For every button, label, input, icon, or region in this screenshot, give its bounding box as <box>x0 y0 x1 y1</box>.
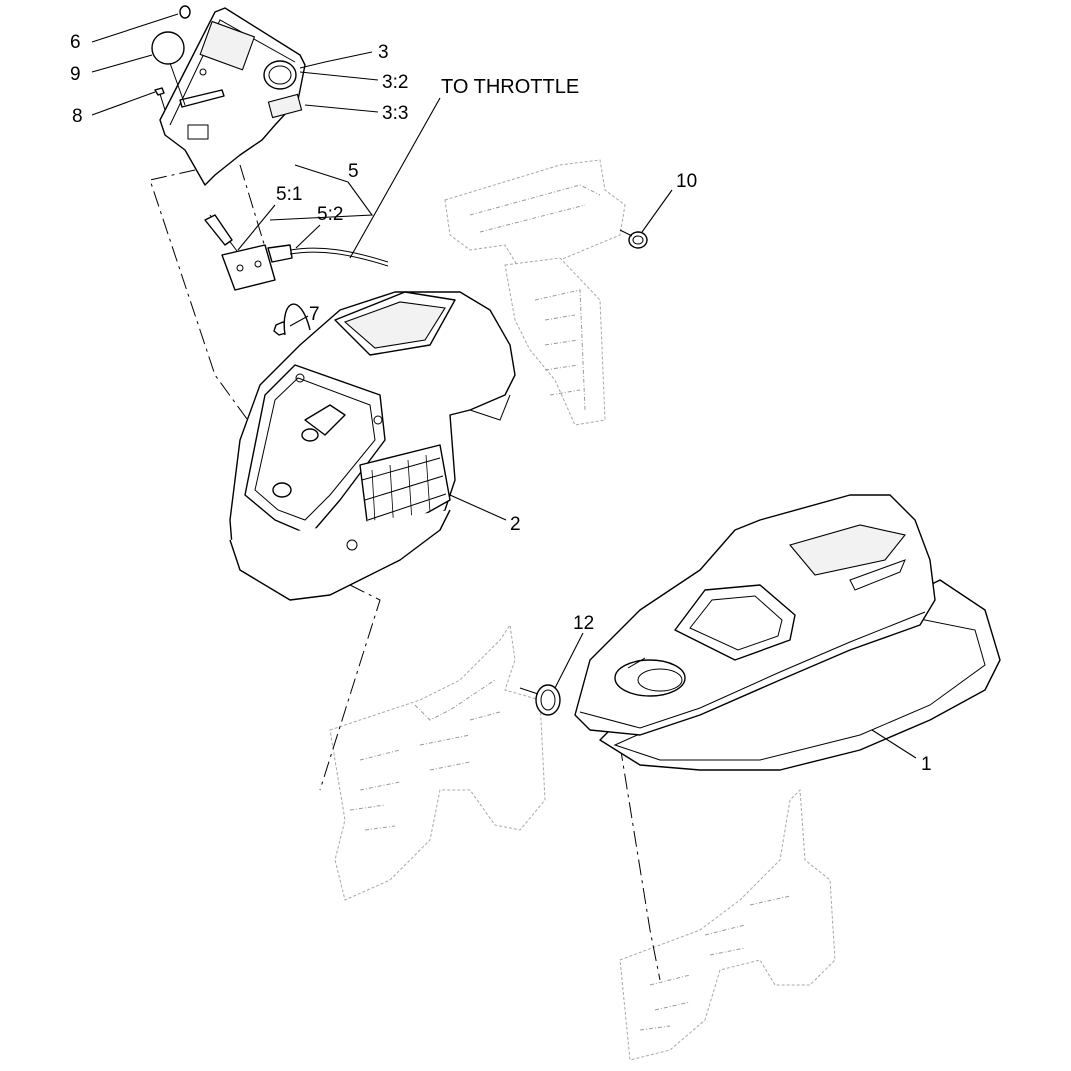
throttle-control <box>204 214 389 291</box>
throttle-note: TO THROTTLE <box>441 76 579 98</box>
callout-1: 1 <box>921 754 932 775</box>
callout-7: 7 <box>309 304 320 325</box>
callout-12: 12 <box>573 613 594 634</box>
shift-knob <box>151 31 186 106</box>
callout-3-2: 3:2 <box>382 72 408 93</box>
callout-6: 6 <box>70 32 81 53</box>
callout-3-3: 3:3 <box>382 103 408 124</box>
ghost-left-frame-plate <box>329 623 546 901</box>
ghost-right-frame-plate <box>619 788 836 1061</box>
callout-10: 10 <box>676 171 697 192</box>
ghost-rear-bracket <box>444 159 626 426</box>
control-panel-plate <box>159 7 306 186</box>
callout-9: 9 <box>70 64 81 85</box>
callout-8: 8 <box>72 106 83 127</box>
console-top-cover <box>574 494 936 736</box>
callout-5-2: 5:2 <box>317 204 343 225</box>
console-housing <box>229 291 516 601</box>
callout-5: 5 <box>348 161 359 182</box>
callout-5-1: 5:1 <box>276 184 302 205</box>
callout-2: 2 <box>510 514 521 535</box>
knob-ball <box>179 5 191 19</box>
callout-3: 3 <box>378 42 389 63</box>
callout-labels: TO THROTTLE 1 2 3 3:2 3:3 5 5:1 5:2 6 7 … <box>70 32 932 775</box>
hose-clamp-upper <box>619 229 648 249</box>
hose-clamp-lower <box>519 684 561 716</box>
panel-bolt <box>154 87 166 111</box>
leader-lines <box>91 13 917 759</box>
